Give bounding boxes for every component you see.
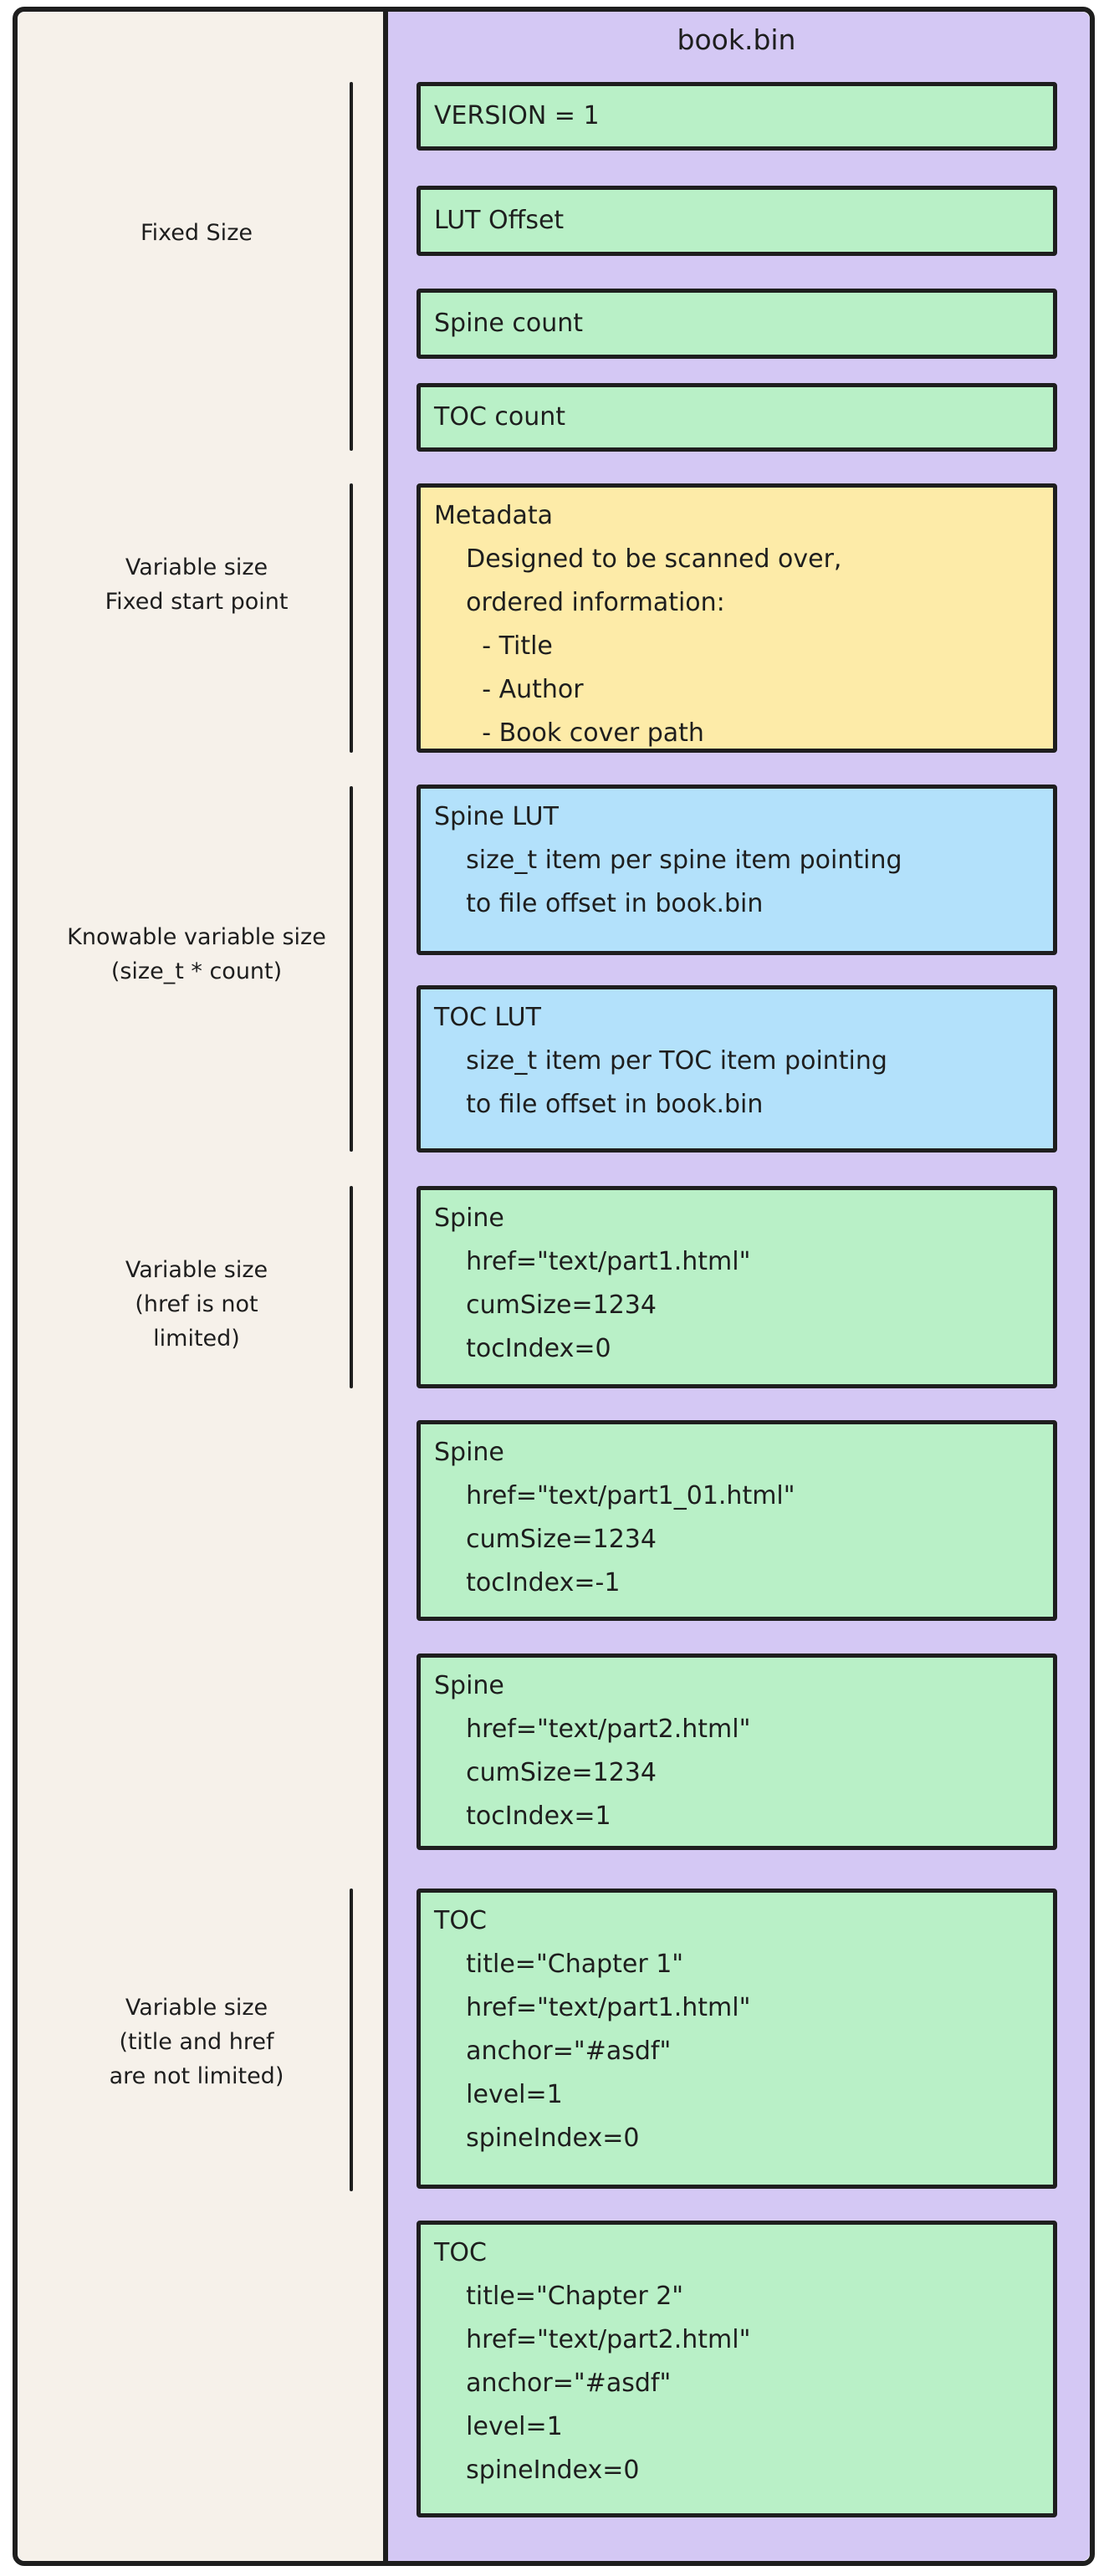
bracket-lut: [350, 786, 353, 1152]
side-label-variable-href: Variable size (href is not limited): [125, 1257, 268, 1352]
side-label-knowable-variable: Knowable variable size (size_t * count): [67, 924, 326, 984]
bracket-metadata: [350, 483, 353, 753]
side-label-fixed-size: Fixed Size: [141, 220, 253, 246]
block-spine-1: Spine href="text/part1.html" cumSize=123…: [417, 1186, 1057, 1388]
block-spine-3: Spine href="text/part2.html" cumSize=123…: [417, 1653, 1057, 1850]
bracket-fixed-size: [350, 82, 353, 451]
block-toc-count: TOC count: [417, 383, 1057, 452]
block-spine-lut: Spine LUT size_t item per spine item poi…: [417, 785, 1057, 955]
block-toc-2: TOC title="Chapter 2" href="text/part2.h…: [417, 2221, 1057, 2517]
block-toc-lut: TOC LUT size_t item per TOC item pointin…: [417, 985, 1057, 1153]
block-version: VERSION = 1: [417, 82, 1057, 151]
side-label-variable-title-href: Variable size (title and href are not li…: [109, 1995, 284, 2089]
bracket-spine: [350, 1186, 353, 1388]
bracket-toc: [350, 1889, 353, 2191]
block-spine-count: Spine count: [417, 289, 1057, 359]
block-toc-1: TOC title="Chapter 1" href="text/part1.h…: [417, 1889, 1057, 2189]
side-label-variable-fixed-start: Variable size Fixed start point: [105, 555, 289, 615]
side-label-column: [18, 12, 383, 2561]
block-lut-offset: LUT Offset: [417, 186, 1057, 256]
file-title: book.bin: [677, 23, 796, 56]
block-spine-2: Spine href="text/part1_01.html" cumSize=…: [417, 1420, 1057, 1621]
block-metadata: Metadata Designed to be scanned over, or…: [417, 483, 1057, 753]
